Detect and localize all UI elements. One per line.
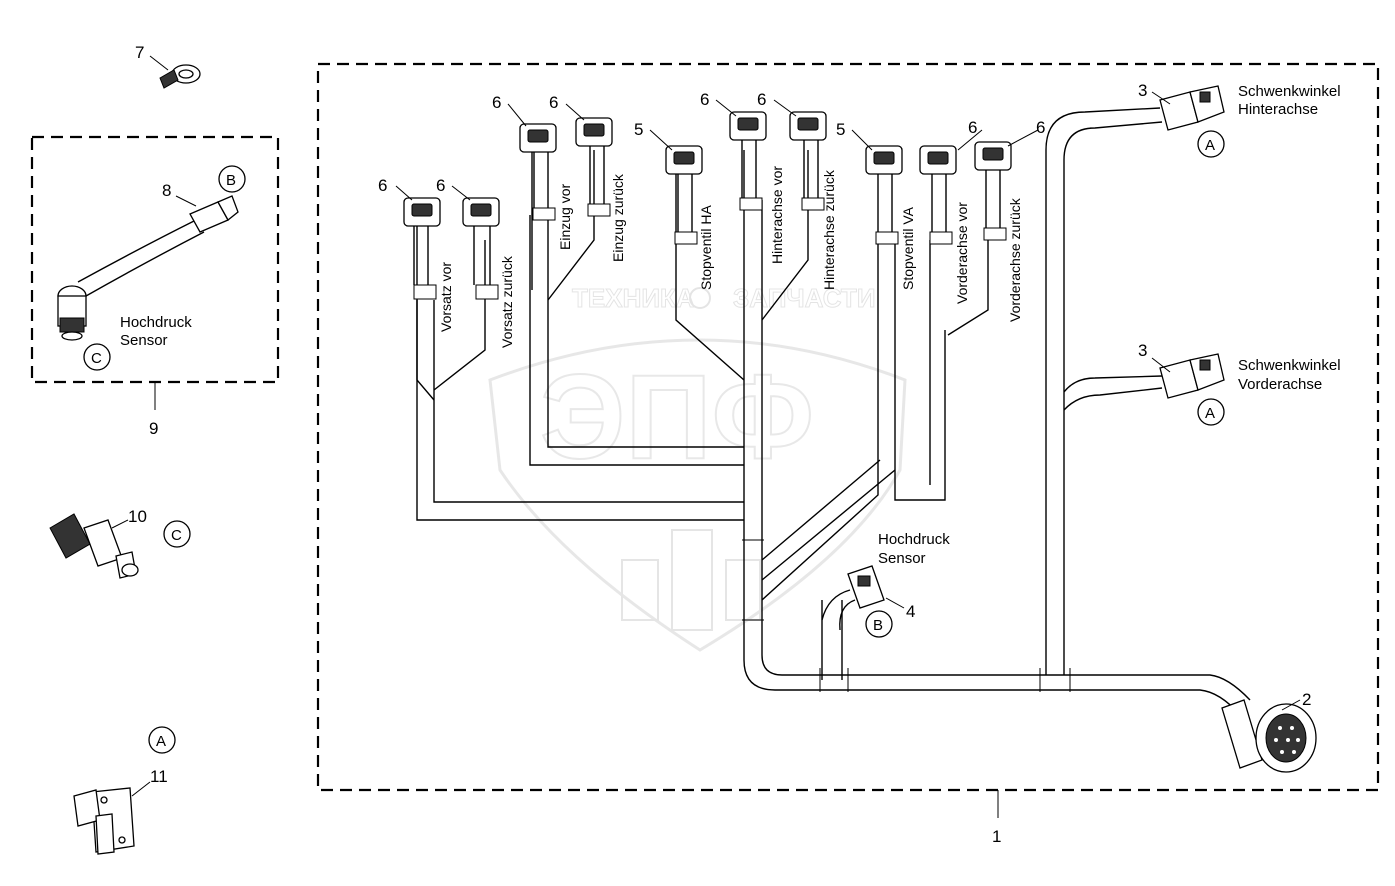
connector-hinterachse-vor xyxy=(729,111,767,198)
callout-4: 4 xyxy=(906,602,915,621)
leader-lines xyxy=(395,99,1039,201)
ref-a: A xyxy=(156,733,166,750)
callout-7: 7 xyxy=(135,43,144,62)
watermark-right: ЗАПЧАСТИ xyxy=(733,283,876,313)
label-vorderachse-vor: Vorderachse vor xyxy=(954,202,970,304)
label-schwenkwinkel: Schwenkwinkel xyxy=(1238,83,1341,100)
connector-stopventil-ha xyxy=(665,145,703,232)
callout-6: 6 xyxy=(757,90,766,109)
callout-8: 8 xyxy=(162,181,171,200)
callout-5: 5 xyxy=(836,120,845,139)
connector-vorsatz-vor xyxy=(403,197,441,285)
ref-circle-c xyxy=(83,343,111,371)
callout-6: 6 xyxy=(968,118,977,137)
round-connector xyxy=(1221,699,1317,773)
watermark: ТЕХНИКА ЗАПЧАСТИ ЭПФ xyxy=(488,283,907,652)
hochdruck-sensor-cable xyxy=(57,195,239,341)
pressure-sensor xyxy=(49,513,139,579)
callout-6: 6 xyxy=(378,176,387,195)
callout-6: 6 xyxy=(436,176,445,195)
callout-6: 6 xyxy=(492,93,501,112)
connector-vorderachse-zurueck xyxy=(974,141,1012,228)
angle-sensor xyxy=(73,787,135,855)
label-hinterachse: Hinterachse xyxy=(1238,101,1318,118)
label-sensor: Sensor xyxy=(878,550,926,567)
label-einzug-vor: Einzug vor xyxy=(557,184,573,250)
callout-11: 11 xyxy=(150,767,168,786)
callout-1: 1 xyxy=(992,827,1001,846)
connector-stopventil-va xyxy=(865,145,903,232)
label-hochdruck: Hochdruck xyxy=(878,531,950,548)
watermark-logo: ЭПФ xyxy=(540,350,814,484)
callout-6: 6 xyxy=(700,90,709,109)
ref-b: B xyxy=(226,172,236,189)
connector-schwenkwinkel-vorderachse xyxy=(1151,353,1225,399)
ref-circle-a xyxy=(148,726,176,754)
valve-connectors xyxy=(403,111,1012,285)
ref-circle-b xyxy=(865,610,893,638)
callout-3: 3 xyxy=(1138,341,1147,360)
callout-5: 5 xyxy=(634,120,643,139)
label-schwenkwinkel: Schwenkwinkel xyxy=(1238,357,1341,374)
connector-hinterachse-zurueck xyxy=(789,111,827,198)
connector-einzug-vor xyxy=(519,123,557,208)
ref-circle-a xyxy=(1197,398,1225,426)
ref-c: C xyxy=(171,527,182,544)
connector-schwenkwinkel-hinterachse xyxy=(1151,85,1225,131)
label-stopventil-va: Stopventil VA xyxy=(900,206,916,290)
label-vorsatz-zurueck: Vorsatz zurück xyxy=(499,255,515,348)
harness-trunk xyxy=(413,107,1251,716)
gear-icon xyxy=(689,287,711,309)
label-hinterachse-zurueck: Hinterachse zurück xyxy=(821,169,837,290)
watermark-left: ТЕХНИКА xyxy=(572,283,695,313)
ref-b: B xyxy=(873,617,883,634)
cable-clip xyxy=(159,64,201,89)
ref-circle-c xyxy=(163,520,191,548)
label-sensor: Sensor xyxy=(120,332,168,349)
connector-vorsatz-zurueck xyxy=(462,197,500,285)
connector-einzug-zurueck xyxy=(575,117,613,204)
callout-6: 6 xyxy=(1036,118,1045,137)
label-vorderachse-zurueck: Vorderachse zurück xyxy=(1007,197,1023,322)
label-einzug-zurueck: Einzug zurück xyxy=(610,173,626,262)
callout-6: 6 xyxy=(549,93,558,112)
label-hinterachse-vor: Hinterachse vor xyxy=(769,166,785,264)
callout-10: 10 xyxy=(128,507,147,526)
ref-c: C xyxy=(91,350,102,367)
ref-a: A xyxy=(1205,137,1215,154)
callout-9: 9 xyxy=(149,419,158,438)
callout-2: 2 xyxy=(1302,690,1311,709)
ref-circle-a xyxy=(1197,130,1225,158)
label-stopventil-ha: Stopventil HA xyxy=(698,205,714,290)
ref-circle-b xyxy=(218,165,246,193)
connector-hochdruck-sensor xyxy=(821,565,885,631)
connector-vorderachse-vor xyxy=(919,145,957,232)
ref-a: A xyxy=(1205,405,1215,422)
label-hochdruck: Hochdruck xyxy=(120,314,192,331)
label-vorderachse: Vorderachse xyxy=(1238,376,1322,393)
label-vorsatz-vor: Vorsatz vor xyxy=(438,262,454,332)
callout-3: 3 xyxy=(1138,81,1147,100)
